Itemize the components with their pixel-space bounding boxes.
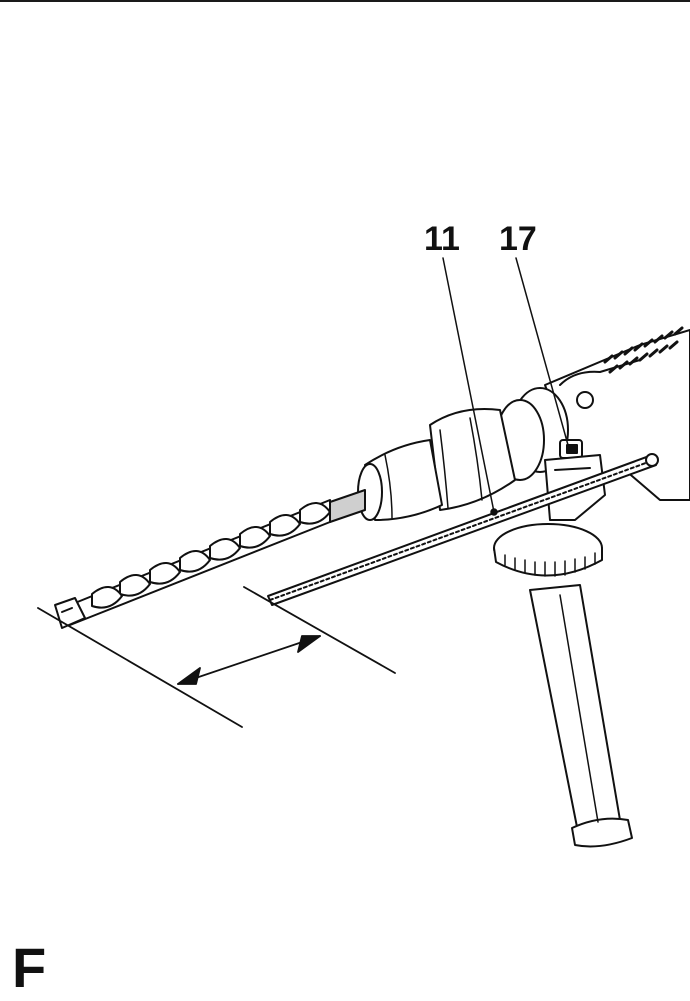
auxiliary-handle-icon <box>493 523 633 848</box>
callout-depth-stop-button: 17 <box>499 220 537 258</box>
callout-leaders <box>442 257 569 516</box>
callout-depth-stop: 11 <box>424 220 460 258</box>
auger-drill-bit-icon <box>54 489 366 629</box>
top-rule <box>0 0 690 2</box>
rotary-hammer-icon <box>357 326 690 521</box>
figure-letter: F <box>12 936 47 999</box>
drilling-depth-dimension <box>37 586 396 728</box>
